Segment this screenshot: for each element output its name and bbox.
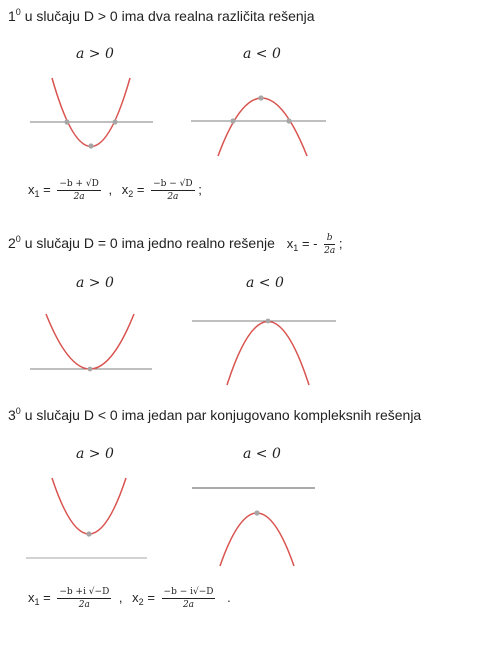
case3-condition-positive: a > 0 xyxy=(76,446,114,462)
case3-heading: 30 u slučaju D < 0 ima jedan par konjugo… xyxy=(8,406,422,423)
vertex-point xyxy=(258,95,264,101)
root-point xyxy=(230,118,236,124)
case3-condition-negative: a < 0 xyxy=(243,446,281,462)
case2-text: u slučaju D = 0 ima jedno realno rešenje xyxy=(20,234,275,251)
root-point xyxy=(286,118,292,124)
case3-text: u slučaju D < 0 ima jedan par konjugovan… xyxy=(20,407,422,423)
vertex-point xyxy=(86,531,92,537)
case2-condition-negative: a < 0 xyxy=(246,275,284,291)
parabola-curve xyxy=(219,512,295,567)
case2-number: 2 xyxy=(8,234,16,251)
root-point xyxy=(112,119,118,125)
case2-heading: 20 u slučaju D = 0 ima jedno realno reše… xyxy=(8,232,342,257)
double-root-point xyxy=(265,318,271,324)
case1-heading: 10 u slučaju D > 0 ima dva realna različ… xyxy=(8,7,315,24)
case1-text: u slučaju D > 0 ima dva realna različita… xyxy=(20,8,315,24)
case2-superscript: 0 xyxy=(15,233,21,244)
case3-number: 3 xyxy=(8,407,16,423)
case1-superscript: 0 xyxy=(15,7,21,17)
case2-condition-positive: a > 0 xyxy=(76,275,114,291)
case1-condition-negative: a < 0 xyxy=(243,46,281,62)
root-point xyxy=(64,119,70,125)
double-root-point xyxy=(87,366,93,372)
case1-number: 1 xyxy=(8,8,16,24)
case1-condition-positive: a > 0 xyxy=(76,46,114,62)
vertex-point xyxy=(254,510,260,516)
case3-superscript: 0 xyxy=(15,406,21,416)
vertex-point xyxy=(88,143,94,149)
